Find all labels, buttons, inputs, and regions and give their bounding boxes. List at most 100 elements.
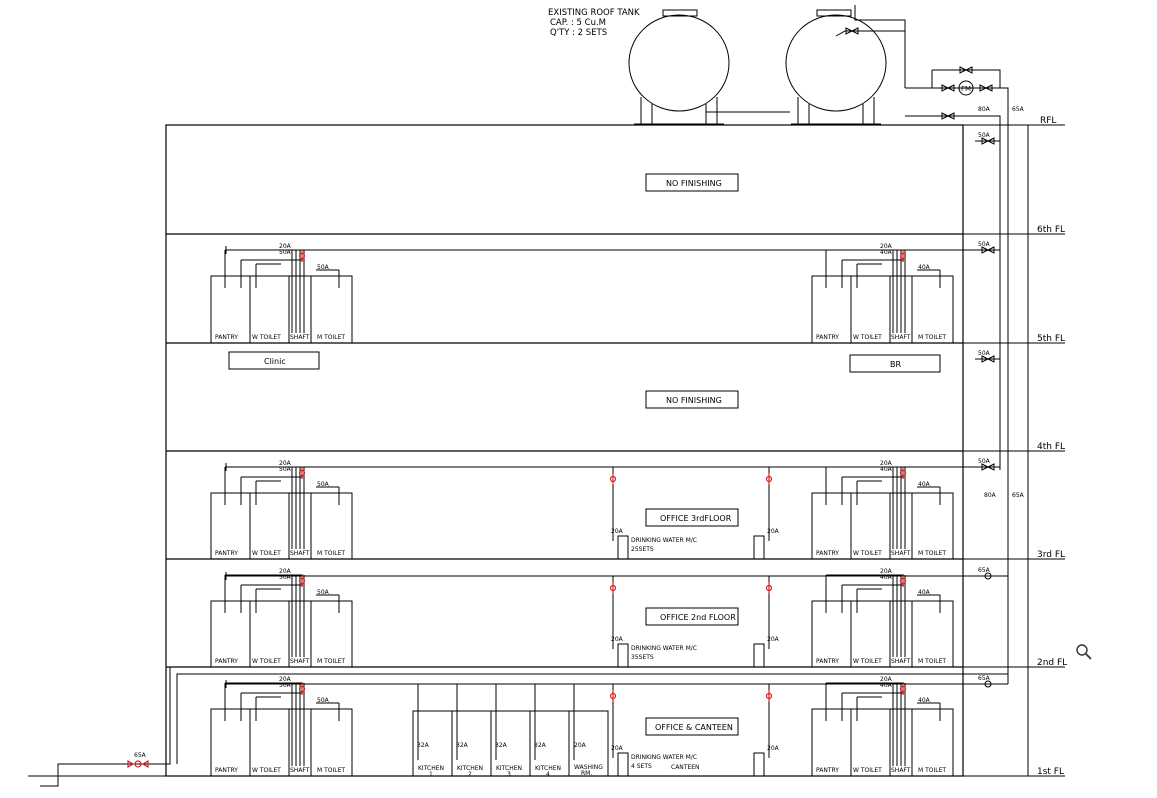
room-w-toilet-1st-left: W TOILET xyxy=(252,767,281,774)
size-20a-2nd-left: 20A xyxy=(279,568,292,575)
room-shaft-5th-right: SHAFT xyxy=(891,334,911,341)
size-mtoilet-5th-left: 50A xyxy=(317,264,330,271)
size-mtoilet-3rd-left: 50A xyxy=(317,481,330,488)
size-50a-4th: 50A xyxy=(978,458,991,465)
room-m-toilet-3rd-right: M TOILET xyxy=(918,550,946,557)
size-65a-2nd: 65A xyxy=(978,675,991,682)
size-20a-1st-right: 20A xyxy=(880,676,893,683)
size-65a-riser: 65A xyxy=(1012,492,1025,499)
size-20a-dw-3rd-1: 20A xyxy=(767,528,780,535)
room-shaft-5th-left: SHAFT xyxy=(290,334,310,341)
size-20a-3rd-right: 20A xyxy=(880,460,893,467)
room-pantry-3rd-left: PANTRY xyxy=(215,550,238,557)
room-w-toilet-2nd-left: W TOILET xyxy=(252,658,281,665)
size-mtoilet-5th-right: 40A xyxy=(918,264,931,271)
size-mtoilet-1st-right: 40A xyxy=(918,697,931,704)
kitchen-number-4: 4 xyxy=(546,771,550,778)
size-20a-3rd-left: 20A xyxy=(279,460,292,467)
size-50a-5th: 50A xyxy=(978,350,991,357)
room-w-toilet-5th-right: W TOILET xyxy=(853,334,882,341)
kitchen-row: 32A 32A 32A 32A 20A KITCHEN KITCHEN KITC… xyxy=(412,684,609,778)
size-32a-k4: 32A xyxy=(534,742,547,749)
drinking-sets-2nd: 35SETS xyxy=(631,654,654,661)
drinking-label-1st: DRINKING WATER M/C xyxy=(631,754,697,761)
room-washing-rm: RM. xyxy=(581,770,592,777)
size-65a-incoming: 65A xyxy=(134,752,147,759)
room-m-toilet-5th-right: M TOILET xyxy=(918,334,946,341)
drinking-water-3rd: 20A 20A DRINKING WATER M/C 25SETS xyxy=(609,467,780,560)
room-w-toilet-5th-left: W TOILET xyxy=(252,334,281,341)
drinking-label-3rd: DRINKING WATER M/C xyxy=(631,537,697,544)
note-office-2nd: OFFICE 2nd FLOOR xyxy=(660,613,736,622)
room-pantry-5th-left: PANTRY xyxy=(215,334,238,341)
room-m-toilet-5th-left: M TOILET xyxy=(317,334,345,341)
size-branch-5th-right: 40A xyxy=(880,249,893,256)
size-80a-roof: 80A xyxy=(978,106,991,113)
room-kitchen-2: KITCHEN xyxy=(457,765,483,772)
size-mtoilet-1st-left: 50A xyxy=(317,697,330,704)
room-shaft-1st-left: SHAFT xyxy=(290,767,310,774)
floor-label-6th: 6th FL xyxy=(1037,225,1065,235)
room-kitchen-1: KITCHEN xyxy=(418,765,444,772)
floor-label-5th: 5th FL xyxy=(1037,334,1065,344)
floor-label-rfl: RFL xyxy=(1040,116,1056,126)
size-branch-2nd-right: 40A xyxy=(880,574,893,581)
roof-tank-capacity: CAP. : 5 Cu.M xyxy=(550,18,606,28)
room-w-toilet-3rd-right: W TOILET xyxy=(853,550,882,557)
drinking-sets-3rd: 25SETS xyxy=(631,546,654,553)
roof-tank-2 xyxy=(785,9,887,125)
room-m-toilet-2nd-right: M TOILET xyxy=(918,658,946,665)
size-50a-6th: 50A xyxy=(978,241,991,248)
roof-tank-1 xyxy=(628,9,730,125)
flow-meter-label: FM xyxy=(961,85,971,93)
room-m-toilet-1st-left: M TOILET xyxy=(317,767,345,774)
size-20a-5th-left: 20A xyxy=(279,243,292,250)
room-w-toilet-3rd-left: W TOILET xyxy=(252,550,281,557)
size-20a-dw-3rd-0: 20A xyxy=(611,528,624,535)
kitchen-number-3: 3 xyxy=(507,771,511,778)
zoom-icon[interactable] xyxy=(1075,643,1093,661)
size-50a-rfl: 50A xyxy=(978,132,991,139)
note-office-canteen: OFFICE & CANTEEN xyxy=(655,723,733,732)
size-32a-k1: 32A xyxy=(417,742,430,749)
size-mtoilet-3rd-right: 40A xyxy=(918,481,931,488)
floor-label-1st: 1st FL xyxy=(1037,767,1064,777)
size-mtoilet-2nd-right: 40A xyxy=(918,589,931,596)
floor-label-4th: 4th FL xyxy=(1037,442,1065,452)
floor-notes: NO FINISHING NO FINISHING Clinic BR OFFI… xyxy=(228,173,941,736)
size-branch-3rd-right: 40A xyxy=(880,466,893,473)
room-shaft-3rd-left: SHAFT xyxy=(290,550,310,557)
size-20a-washing: 20A xyxy=(574,742,587,749)
note-4th-no-finishing: NO FINISHING xyxy=(666,396,722,405)
size-20a-dw-2nd-0: 20A xyxy=(611,636,624,643)
size-20a-5th-right: 20A xyxy=(880,243,893,250)
kitchen-number-1: 1 xyxy=(429,771,433,778)
room-shaft-2nd-right: SHAFT xyxy=(891,658,911,665)
room-pantry-2nd-right: PANTRY xyxy=(816,658,839,665)
size-branch-1st-left: 50A xyxy=(279,682,292,689)
drinking-sets-1st: 4 SETS xyxy=(631,763,652,770)
size-65a-roof: 65A xyxy=(1012,106,1025,113)
size-65a-3rd: 65A xyxy=(978,567,991,574)
size-20a-dw-1st-0: 20A xyxy=(611,745,624,752)
note-office-3rd: OFFICE 3rdFLOOR xyxy=(660,514,732,523)
roof-tank-quantity: Q'TY : 2 SETS xyxy=(550,28,607,38)
drinking-label-2nd: DRINKING WATER M/C xyxy=(631,645,697,652)
roof-tank-title: EXISTING ROOF TANK xyxy=(548,8,640,18)
riser-valves: 50A 50A 50A 50A 65A 65A 80A 65A xyxy=(975,132,1025,688)
size-mtoilet-2nd-left: 50A xyxy=(317,589,330,596)
room-m-toilet-3rd-left: M TOILET xyxy=(317,550,345,557)
room-m-toilet-1st-right: M TOILET xyxy=(918,767,946,774)
building-outline: 65A xyxy=(28,124,1065,787)
size-32a-k3: 32A xyxy=(495,742,508,749)
room-shaft-2nd-left: SHAFT xyxy=(290,658,310,665)
